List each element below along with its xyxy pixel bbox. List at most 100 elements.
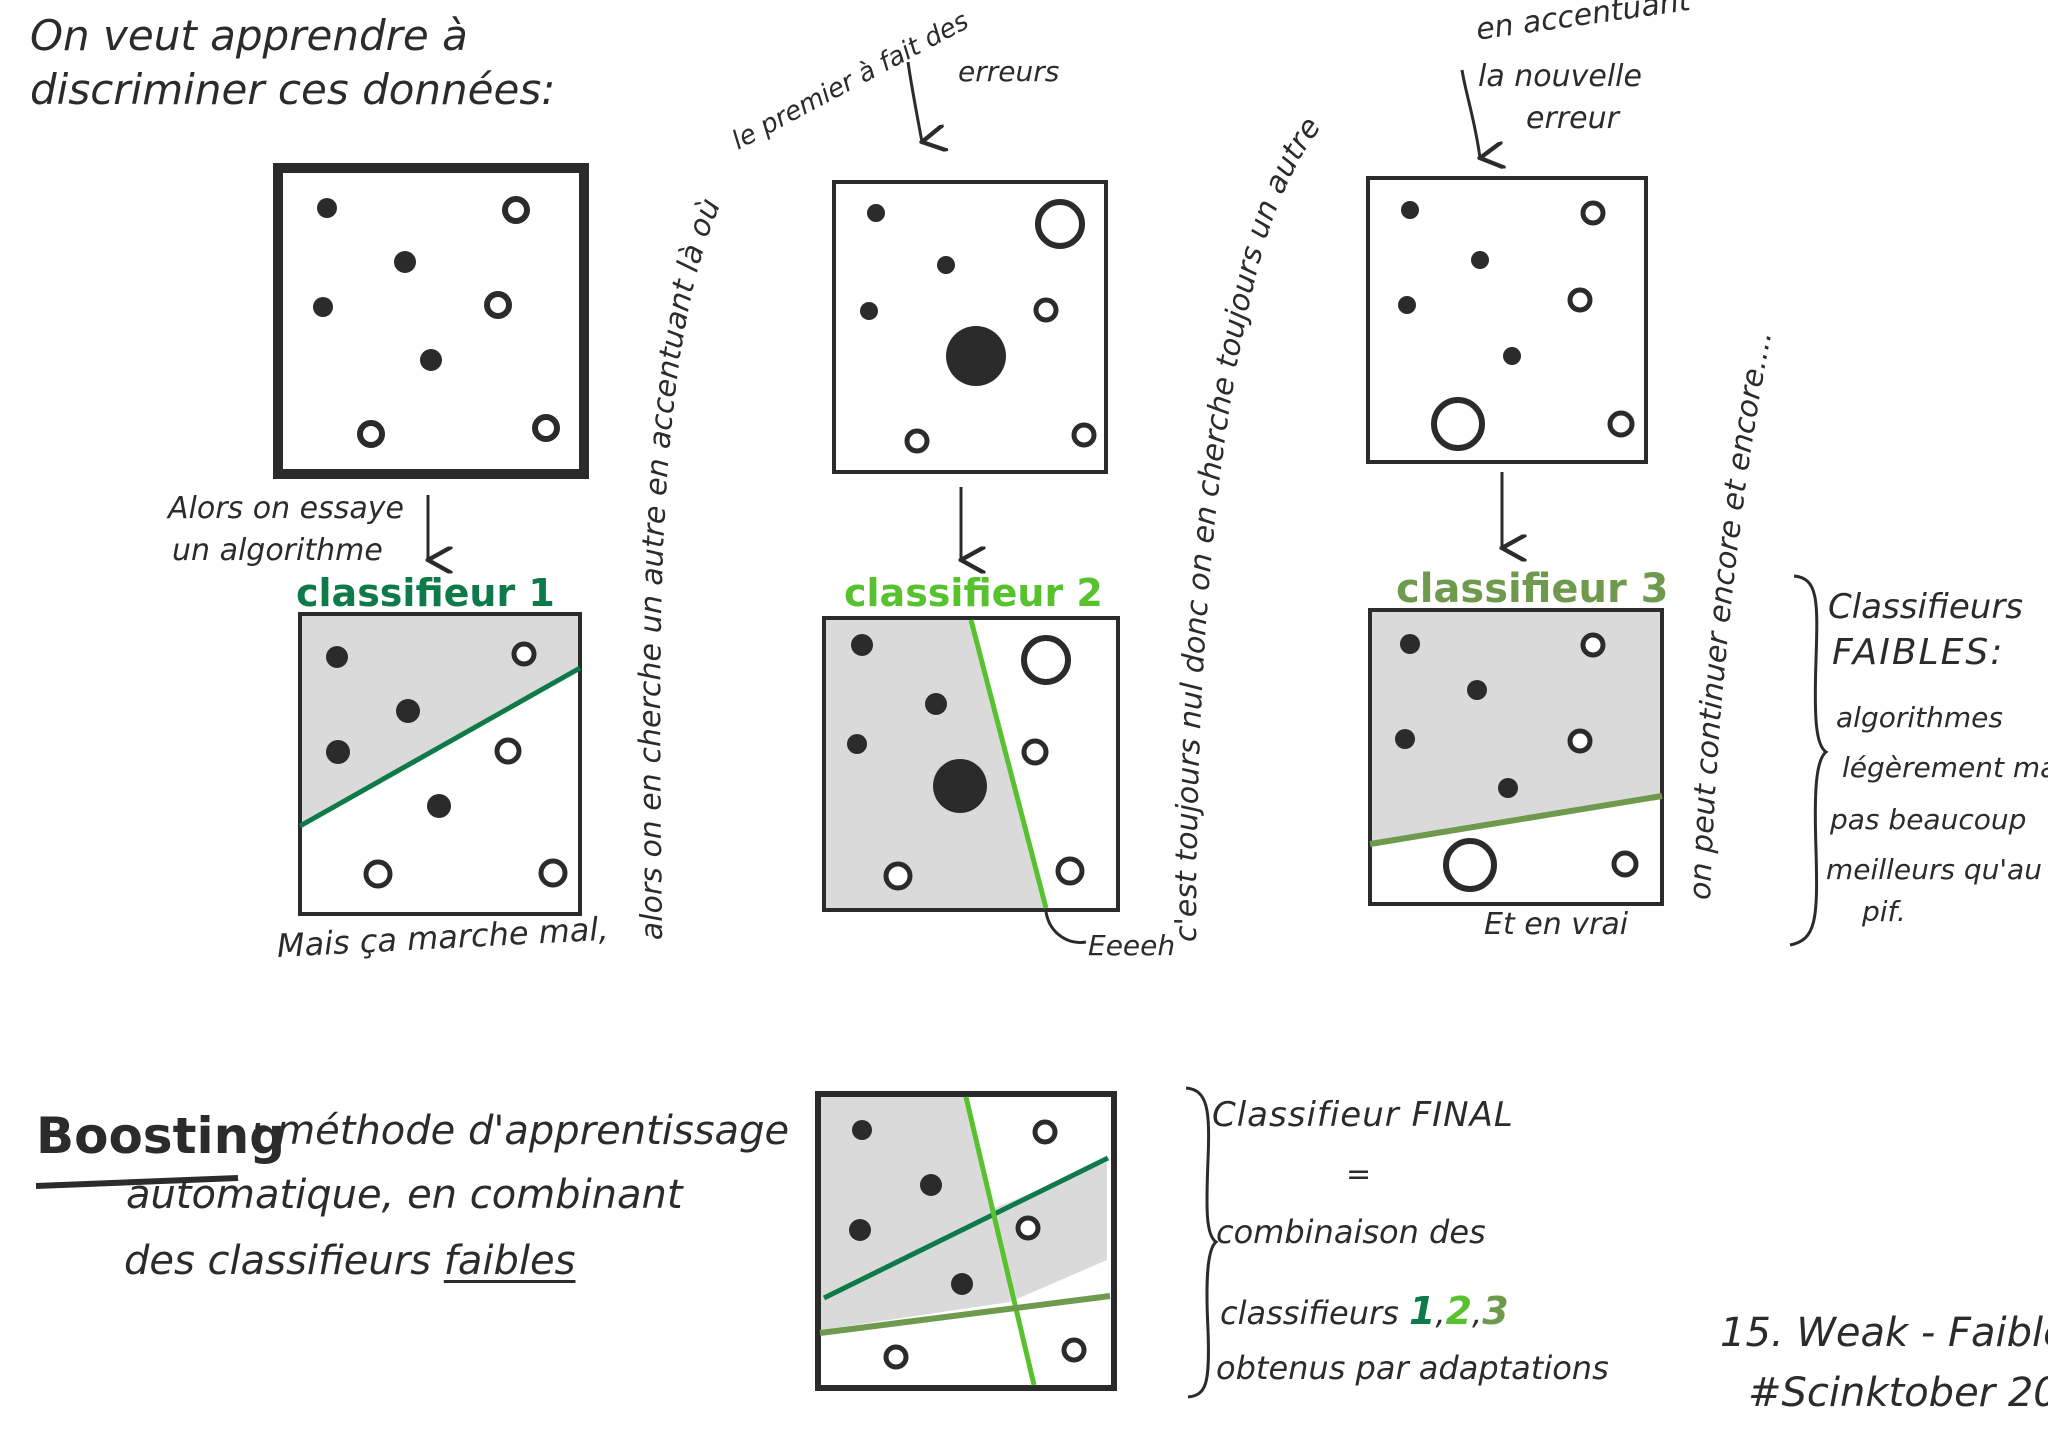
hollow-point	[883, 861, 913, 891]
filled-point	[394, 251, 416, 273]
curve-caption-1: alors on en cherche un autre en accentua…	[633, 193, 728, 940]
decision-boundary-2	[968, 619, 1049, 909]
hollow-point-large	[1443, 838, 1497, 892]
final-classifier-box	[815, 1091, 1117, 1391]
boosting-def-line-1: : méthode d'apprentissage	[250, 1108, 790, 1154]
arrow-from-note-2	[906, 61, 922, 142]
filled-point	[427, 794, 451, 818]
hollow-point	[1021, 738, 1049, 766]
decision-boundary-1	[298, 665, 582, 829]
note-erreur: erreur	[1526, 101, 1619, 136]
hollow-point	[1580, 632, 1606, 658]
classifier-3-label: classifieur 3	[1396, 566, 1669, 612]
intro-line-1: On veut apprendre à	[30, 11, 468, 60]
final-boundary-3	[819, 1293, 1111, 1336]
filled-point	[867, 204, 885, 222]
boosting-def-line-2: automatique, en combinant	[126, 1172, 683, 1218]
weak-line-4: meilleurs qu'au	[1826, 853, 2042, 886]
hollow-point	[532, 414, 560, 442]
hollow-point	[1567, 287, 1593, 313]
filled-point	[1471, 251, 1489, 269]
filled-point	[313, 297, 333, 317]
classifier-box-3	[1368, 608, 1664, 906]
classifier-2-label: classifieur 2	[844, 571, 1103, 615]
boosting-underline	[35, 1175, 239, 1189]
filled-point	[1498, 778, 1518, 798]
intro-line-2: discriminer ces données:	[30, 65, 556, 114]
hollow-point	[1611, 850, 1639, 878]
hollow-point	[1580, 200, 1606, 226]
curve-caption-1-text: alors on en cherche un autre en accentua…	[633, 193, 728, 940]
hollow-point	[484, 291, 512, 319]
boosting-term: Boosting	[36, 1107, 285, 1165]
dataset-box-3	[1366, 176, 1648, 464]
hollow-point-large	[1431, 397, 1485, 451]
filled-point-large	[946, 326, 1006, 386]
filled-point	[851, 634, 873, 656]
hollow-point-large	[1021, 635, 1071, 685]
final-num-1: 1	[1408, 1289, 1436, 1333]
filled-point	[1398, 296, 1416, 314]
filled-point	[951, 1273, 973, 1295]
final-line-2: combinaison des	[1216, 1213, 1486, 1251]
signature-line-2: #Scinktober 2018	[1748, 1370, 2048, 1416]
filled-point	[847, 734, 867, 754]
filled-point	[920, 1174, 942, 1196]
weak-title-line-1: Classifieurs	[1828, 587, 2024, 627]
hollow-point	[357, 420, 385, 448]
classifier-box-2	[822, 616, 1120, 912]
weak-line-1: algorithmes	[1836, 701, 2003, 734]
filled-point	[937, 256, 955, 274]
boosting-def-faibles: faibles	[443, 1238, 576, 1284]
hollow-point	[883, 1344, 909, 1370]
boosting-def-line-3-prefix: des classifieurs	[124, 1238, 432, 1284]
filled-point-large	[933, 759, 987, 813]
arrow-label-line-1: Alors on essaye	[168, 491, 404, 526]
note-premier: le premier à fait des	[727, 6, 973, 156]
signature-line-1: 15. Weak - Faible	[1720, 1310, 2048, 1356]
braces	[1185, 574, 1829, 1399]
filled-point	[852, 1120, 872, 1140]
filled-point	[1400, 634, 1420, 654]
final-comma-2: ,	[1472, 1294, 1483, 1332]
filled-point	[860, 302, 878, 320]
weak-title-line-2: FAIBLES:	[1832, 632, 2005, 673]
hollow-point	[1607, 410, 1635, 438]
note-et-en-vrai: Et en vrai	[1484, 907, 1629, 942]
curve-caption-3-text: on peut continuer encore et encore....	[1683, 328, 1779, 901]
filled-point	[326, 740, 350, 764]
final-line-4: obtenus par adaptations	[1216, 1349, 1609, 1387]
filled-point	[1503, 347, 1521, 365]
hollow-point	[511, 641, 537, 667]
hollow-point	[538, 858, 568, 888]
final-num-2: 2	[1445, 1289, 1473, 1333]
weak-brace	[1789, 574, 1829, 947]
hollow-point	[904, 428, 930, 454]
note-nouvelle: la nouvelle	[1478, 59, 1642, 94]
boosting-def-line-3: des classifieurs faibles	[124, 1238, 575, 1284]
final-line-3-prefix: classifieurs	[1220, 1294, 1399, 1332]
weak-line-2: légèrement mai	[1842, 751, 2048, 784]
dataset-box-1	[273, 163, 589, 479]
curve-caption-2: c'est toujours nul donc on en cherche to…	[1169, 111, 1328, 942]
filled-point	[317, 198, 337, 218]
hollow-point	[502, 196, 530, 224]
hollow-point	[1033, 297, 1059, 323]
filled-point	[1401, 201, 1419, 219]
curve-caption-2-text: c'est toujours nul donc on en cherche to…	[1169, 111, 1328, 942]
hollow-point	[1015, 1215, 1041, 1241]
weak-line-5: pif.	[1862, 895, 1906, 928]
final-equals: =	[1346, 1157, 1372, 1192]
hollow-point	[1032, 1119, 1058, 1145]
filled-point	[420, 349, 442, 371]
note-eeeeh: Eeeeh	[1088, 929, 1176, 962]
arrow-label-line-2: un algorithme	[172, 533, 383, 568]
final-boundary-1	[822, 1155, 1110, 1301]
hollow-point	[363, 859, 393, 889]
filled-point	[396, 699, 420, 723]
filled-point	[326, 646, 348, 668]
eeeeh-pointer	[1044, 911, 1087, 945]
hollow-point	[1055, 856, 1085, 886]
filled-point	[849, 1219, 871, 1241]
